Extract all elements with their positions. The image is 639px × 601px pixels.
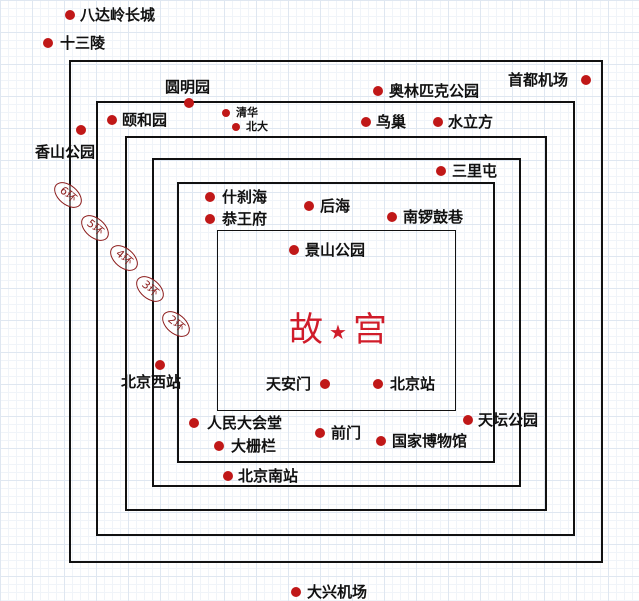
location-dot-icon	[581, 75, 591, 85]
location-dot-icon	[65, 10, 75, 20]
place-label[interactable]: 恭王府	[222, 210, 268, 228]
location-dot-icon	[43, 38, 53, 48]
place-label[interactable]: 后海	[320, 197, 351, 215]
location-dot-icon	[155, 360, 165, 370]
palace-char-1: 故	[289, 310, 325, 350]
location-dot-icon	[373, 86, 383, 96]
location-dot-icon	[436, 166, 446, 176]
place-label[interactable]: 十三陵	[60, 34, 106, 52]
place-label[interactable]: 圆明园	[165, 78, 211, 96]
location-dot-icon	[361, 117, 371, 127]
ring-4	[125, 136, 547, 511]
location-dot-icon	[376, 436, 386, 446]
place-label[interactable]: 前门	[331, 424, 362, 442]
place-label[interactable]: 景山公园	[305, 241, 366, 259]
location-dot-icon	[76, 125, 86, 135]
location-dot-icon	[107, 115, 117, 125]
location-dot-icon	[387, 212, 397, 222]
ring-3	[152, 158, 521, 487]
location-dot-icon	[222, 109, 230, 117]
place-label[interactable]: 水立方	[448, 113, 494, 131]
place-label[interactable]: 大栅栏	[231, 437, 277, 455]
location-dot-icon	[315, 428, 325, 438]
place-label[interactable]: 天安门	[266, 375, 312, 393]
location-dot-icon	[291, 587, 301, 597]
location-dot-icon	[214, 441, 224, 451]
place-label[interactable]: 北大	[246, 120, 268, 133]
place-label[interactable]: 国家博物馆	[392, 432, 468, 450]
place-label[interactable]: 三里屯	[452, 162, 498, 180]
location-dot-icon	[320, 379, 330, 389]
place-label[interactable]: 鸟巢	[376, 113, 407, 131]
location-dot-icon	[289, 245, 299, 255]
place-label[interactable]: 首都机场	[508, 71, 569, 89]
location-dot-icon	[433, 117, 443, 127]
location-dot-icon	[373, 379, 383, 389]
location-dot-icon	[205, 214, 215, 224]
place-label[interactable]: 北京南站	[238, 467, 299, 485]
place-label[interactable]: 北京站	[390, 375, 436, 393]
palace-char-2: 宫	[352, 310, 389, 350]
forbidden-city-label: 故★宫	[289, 302, 389, 351]
location-dot-icon	[463, 415, 473, 425]
place-label[interactable]: 大兴机场	[307, 583, 368, 601]
place-label[interactable]: 颐和园	[122, 111, 168, 129]
place-label[interactable]: 香山公园	[35, 143, 96, 161]
location-dot-icon	[304, 201, 314, 211]
place-label[interactable]: 八达岭长城	[80, 6, 156, 24]
place-label[interactable]: 什刹海	[222, 188, 268, 206]
place-label[interactable]: 南锣鼓巷	[403, 208, 464, 226]
star-icon: ★	[329, 319, 349, 344]
location-dot-icon	[232, 123, 240, 131]
ring-5	[96, 101, 575, 536]
location-dot-icon	[205, 192, 215, 202]
location-dot-icon	[223, 471, 233, 481]
location-dot-icon	[189, 418, 199, 428]
palace-area	[217, 230, 456, 411]
ring-2	[177, 182, 495, 463]
ring-6	[69, 60, 603, 563]
place-label[interactable]: 天坛公园	[478, 411, 539, 429]
location-dot-icon	[184, 98, 194, 108]
place-label[interactable]: 人民大会堂	[207, 414, 283, 432]
place-label[interactable]: 奥林匹克公园	[389, 82, 480, 100]
place-label[interactable]: 清华	[236, 106, 258, 119]
place-label[interactable]: 北京西站	[121, 373, 182, 391]
